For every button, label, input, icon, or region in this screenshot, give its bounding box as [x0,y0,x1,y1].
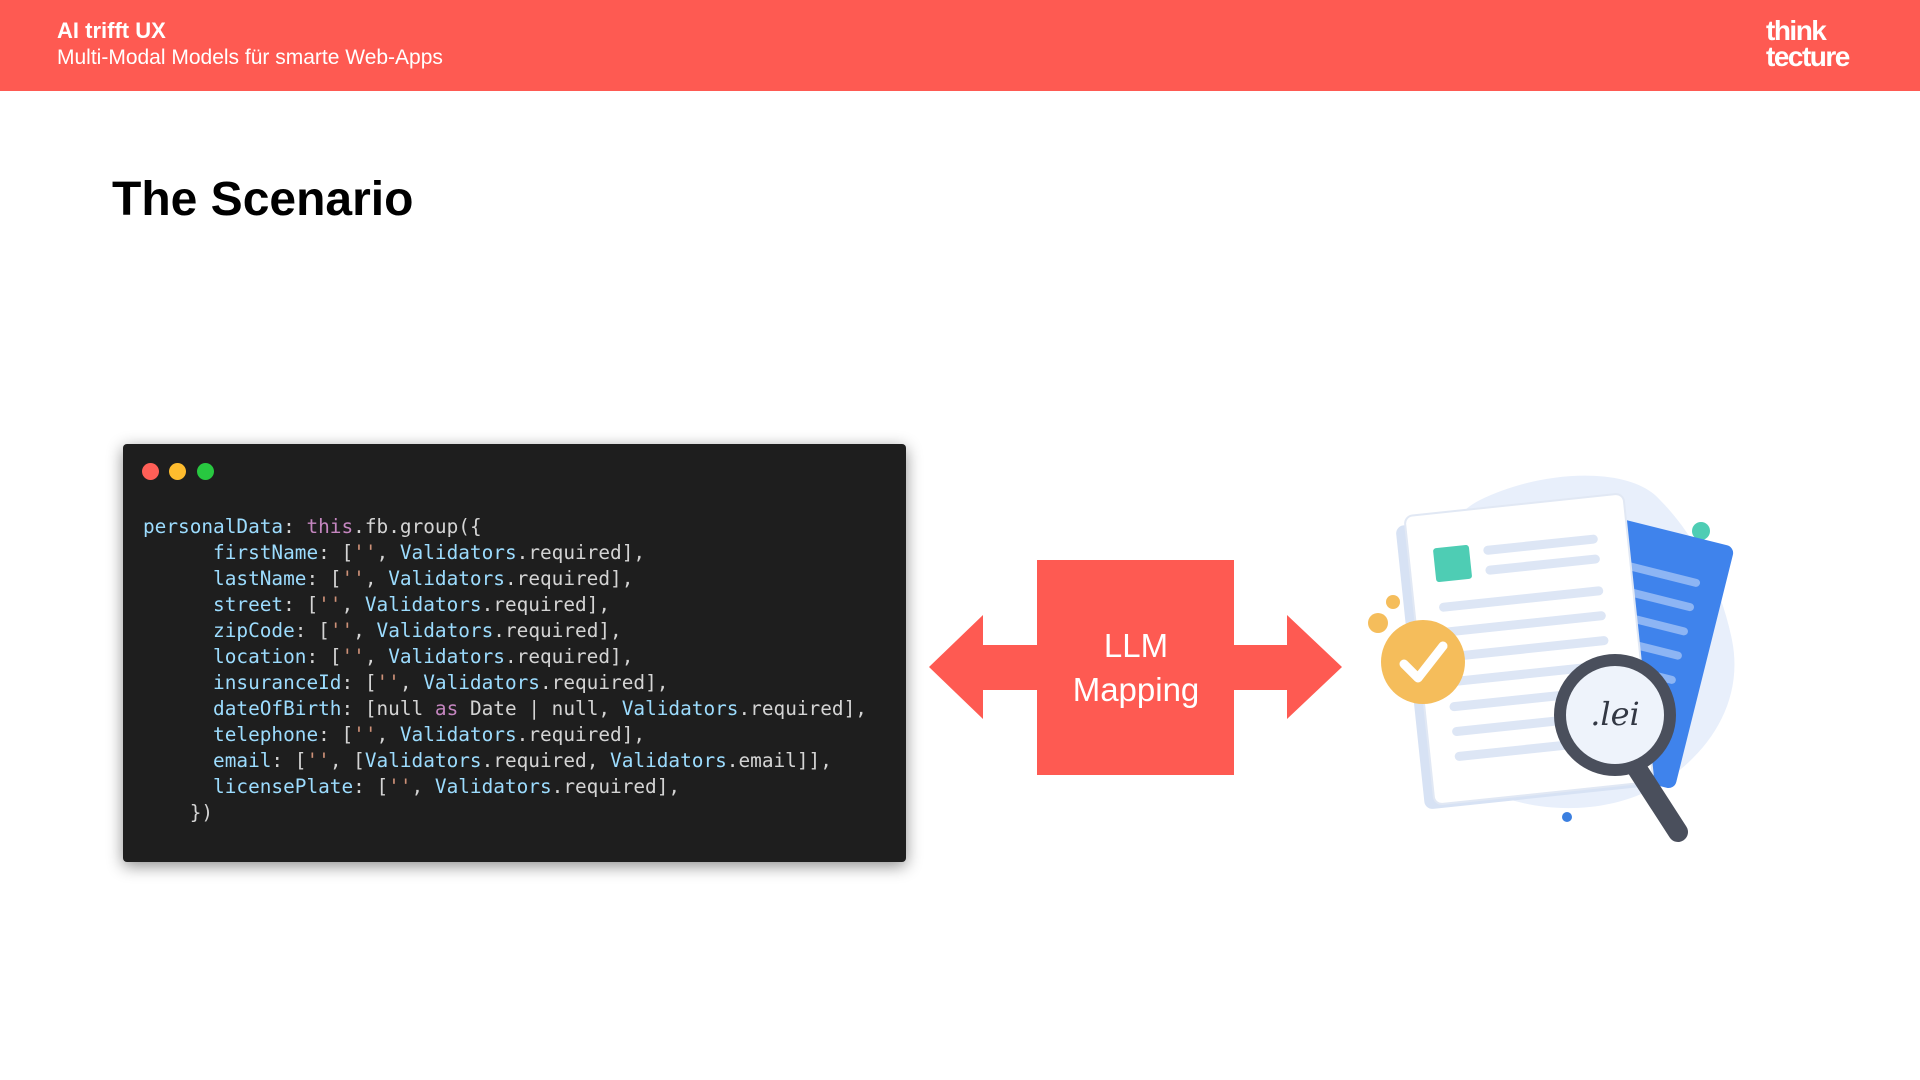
code-line: lastName: ['', Validators.required], [213,567,634,590]
check-badge-icon [1381,620,1465,704]
code-line: dateOfBirth: [null as Date | null, Valid… [213,697,867,720]
header-subtitle: Multi-Modal Models für smarte Web-Apps [57,46,443,69]
code-line: telephone: ['', Validators.required], [213,723,646,746]
code-line: personalData: this.fb.group({ [143,515,482,538]
mapping-label-line-2: Mapping [1072,671,1200,708]
code-line: location: ['', Validators.required], [213,645,634,668]
code-line: zipCode: ['', Validators.required], [213,619,622,642]
code-line: firstName: ['', Validators.required], [213,541,646,564]
document-check-magnifier-icon: .lei [1368,475,1735,842]
code-line: insuranceId: ['', Validators.required], [213,671,669,694]
thinktecture-logo: think tecture [1766,15,1866,72]
llm-mapping-arrow [929,560,1342,775]
code-line: street: ['', Validators.required], [213,593,611,616]
logo-line-1: think [1766,15,1827,46]
decor-dot [1386,595,1400,609]
minimize-dot-icon [169,463,186,480]
maximize-dot-icon [197,463,214,480]
decor-dot [1692,522,1710,540]
double-arrow-icon [929,560,1342,775]
code-line: licensePlate: ['', Validators.required], [213,775,681,798]
mapping-label: LLM Mapping [1036,624,1236,712]
header-title: AI trifft UX [57,18,166,43]
decor-dot [1368,613,1388,633]
page-title: The Scenario [112,173,414,226]
magnifier-icon: .lei [1554,654,1688,842]
decor-dot [1562,812,1572,822]
code-line: email: ['', [Validators.required, Valida… [213,749,832,772]
code-block: personalData: this.fb.group({ firstName:… [143,514,867,826]
close-dot-icon [142,463,159,480]
code-window: personalData: this.fb.group({ firstName:… [123,444,906,862]
code-line: }) [143,801,214,824]
mapping-label-line-1: LLM [1103,627,1169,664]
header-bar: AI trifft UX Multi-Modal Models für smar… [0,0,1920,91]
logo-line-2: tecture [1766,41,1850,72]
signature-text: .lei [1590,695,1640,733]
